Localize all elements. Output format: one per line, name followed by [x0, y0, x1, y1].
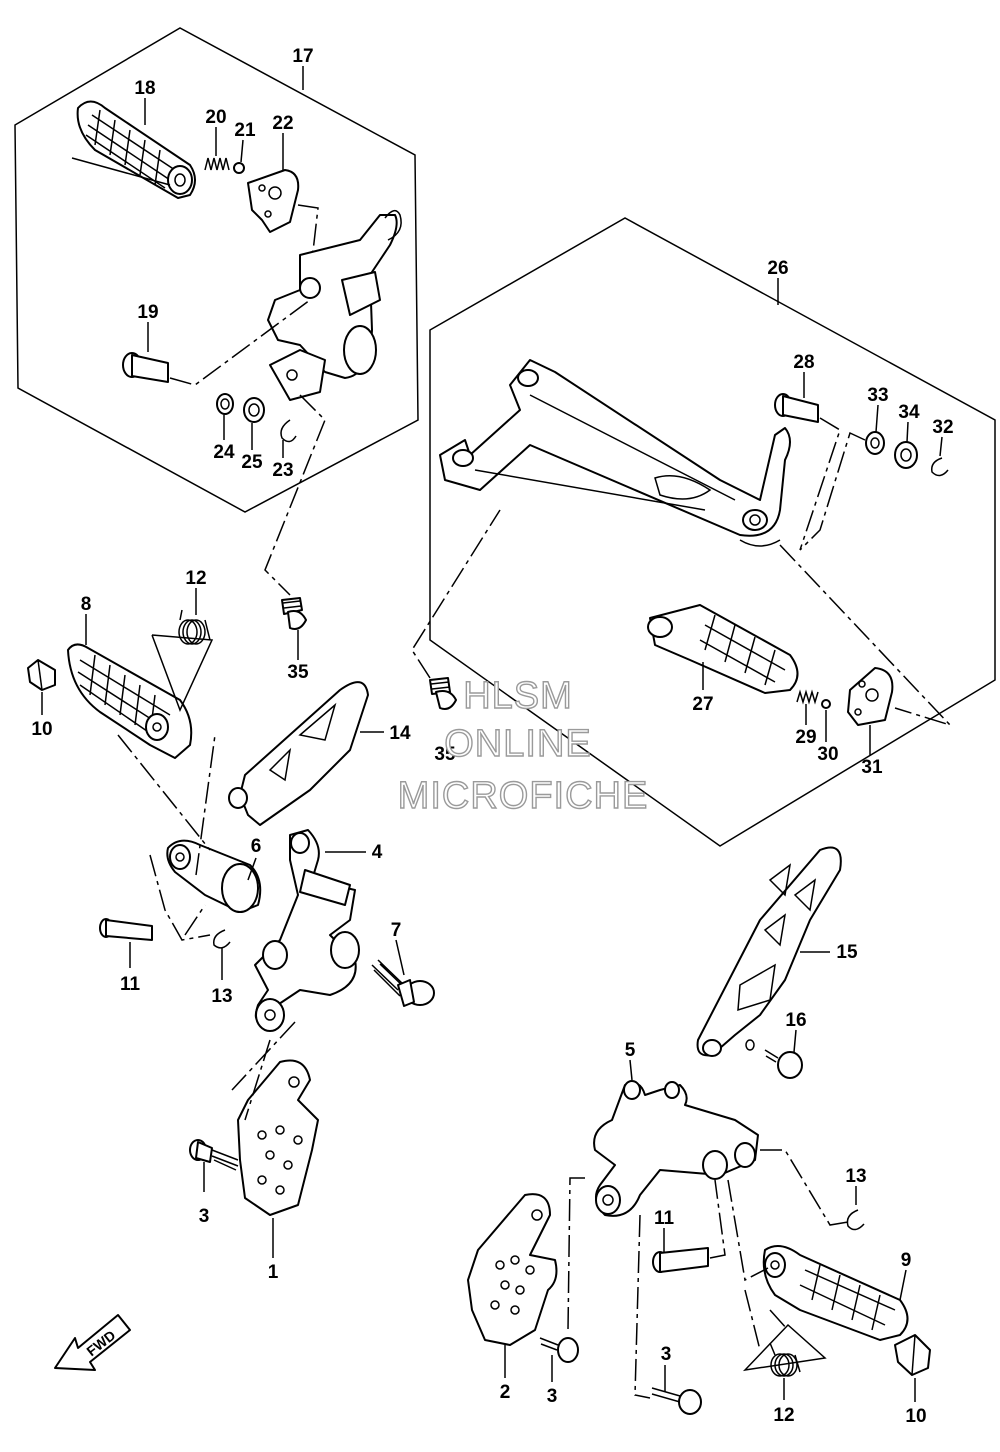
- part-6-pivot: [166, 839, 262, 913]
- callout-33: 33: [867, 385, 888, 406]
- part-28-pin: [774, 372, 841, 551]
- callout-34: 34: [898, 402, 920, 423]
- rear-left-bracket: [267, 209, 402, 401]
- callout-13-left: 13: [211, 986, 232, 1007]
- part-31-plate: [779, 544, 953, 755]
- part-8-footpeg: [67, 614, 193, 759]
- part-2-plate: [467, 1177, 585, 1378]
- part-13-clip-left: [117, 734, 231, 980]
- callout-35-left: 35: [287, 662, 309, 683]
- part-32-clip: [799, 431, 949, 551]
- part-29-spring: [796, 689, 819, 725]
- part-11-pin-right: [652, 1179, 726, 1273]
- callout-28: 28: [793, 352, 814, 373]
- callout-18: 18: [134, 78, 155, 99]
- part-13-clip-right: [760, 1149, 865, 1231]
- callout-12-right: 12: [773, 1405, 794, 1426]
- rear-right-bracket: [439, 359, 791, 547]
- callout-21: 21: [234, 120, 256, 141]
- callout-1: 1: [268, 1262, 279, 1283]
- part-3-bolt-mid: [539, 1337, 579, 1382]
- callout-27: 27: [692, 694, 713, 715]
- part-33-washer: [865, 404, 885, 455]
- callout-14: 14: [389, 723, 411, 744]
- callout-3-left: 3: [199, 1206, 210, 1227]
- part-30-ball: [821, 699, 831, 742]
- callout-8: 8: [81, 594, 92, 615]
- callout-25: 25: [241, 452, 263, 473]
- part-18-footpeg: [71, 98, 196, 199]
- part-19-pin: [122, 299, 311, 386]
- part-15-heel-plate: [696, 846, 842, 1057]
- part-23-clip: [264, 394, 326, 596]
- part-1-plate: [231, 1021, 319, 1258]
- callout-31: 31: [861, 757, 883, 778]
- callout-10-left: 10: [31, 719, 52, 740]
- part-10-bumper-right: [894, 1334, 931, 1402]
- part-35-bolt-right: [411, 509, 501, 710]
- part-35-bolt-left: [281, 597, 307, 660]
- callout-35-right: 35: [434, 744, 456, 765]
- part-10-bumper-left: [27, 659, 56, 715]
- watermark-line-2: ONLINE: [444, 723, 591, 765]
- part-9-footpeg: [727, 1179, 909, 1351]
- callout-10-right: 10: [905, 1406, 926, 1427]
- callout-5: 5: [625, 1040, 636, 1061]
- part-4-bracket: [254, 829, 366, 1032]
- arrow-icon: [54, 1314, 131, 1371]
- callout-24: 24: [213, 442, 235, 463]
- callout-9: 9: [901, 1250, 912, 1271]
- callout-12-left: 12: [185, 568, 206, 589]
- callout-2: 2: [500, 1382, 511, 1403]
- callout-23: 23: [272, 460, 293, 481]
- part-24-washer: [216, 393, 234, 440]
- watermark-line-1: HLSM: [463, 675, 573, 717]
- callout-30: 30: [817, 744, 838, 765]
- callout-19: 19: [137, 302, 158, 323]
- callout-22: 22: [272, 113, 293, 134]
- kit-box-26: [429, 217, 996, 847]
- callout-6: 6: [251, 836, 262, 857]
- callout-29: 29: [795, 727, 816, 748]
- kit-box-17: [14, 27, 419, 513]
- callout-11-left: 11: [120, 974, 141, 995]
- fwd-arrow: FWD: [54, 1314, 131, 1371]
- callout-13-right: 13: [845, 1166, 866, 1187]
- part-3-bolt-right: [634, 1214, 702, 1415]
- part-12-spring-left: [151, 588, 214, 712]
- callout-4: 4: [372, 842, 383, 863]
- callout-11-right: 11: [654, 1208, 675, 1229]
- part-14-heel-plate: [228, 681, 384, 826]
- part-22-plate: [247, 133, 319, 261]
- callout-15: 15: [836, 942, 858, 963]
- callout-7: 7: [391, 920, 402, 941]
- callout-3-right: 3: [661, 1344, 672, 1365]
- part-7-bolt: [371, 939, 435, 1007]
- callout-20: 20: [205, 107, 226, 128]
- part-11-pin-left: [99, 918, 153, 968]
- part-27-footpeg: [647, 604, 799, 694]
- part-34-washer: [894, 421, 918, 469]
- callouts: 17 18 20 21 22 19 24 25 23 26 28 33 34 3…: [31, 46, 953, 1427]
- part-20-spring: [204, 127, 230, 171]
- part-21-ball: [233, 139, 245, 174]
- callout-17: 17: [292, 46, 313, 67]
- callout-16: 16: [785, 1010, 806, 1031]
- callout-32: 32: [932, 417, 953, 438]
- watermark: HLSM ONLINE MICROFICHE: [397, 674, 649, 817]
- part-12-spring-right: [742, 1323, 827, 1400]
- part-3-bolt-left: [189, 1139, 239, 1192]
- callout-26: 26: [767, 258, 788, 279]
- watermark-line-3: MICROFICHE: [398, 775, 649, 817]
- part-16-bolt: [764, 1029, 803, 1079]
- callout-3-mid: 3: [547, 1386, 558, 1407]
- part-25-washer: [243, 397, 265, 450]
- part-5-bracket: [593, 1059, 759, 1217]
